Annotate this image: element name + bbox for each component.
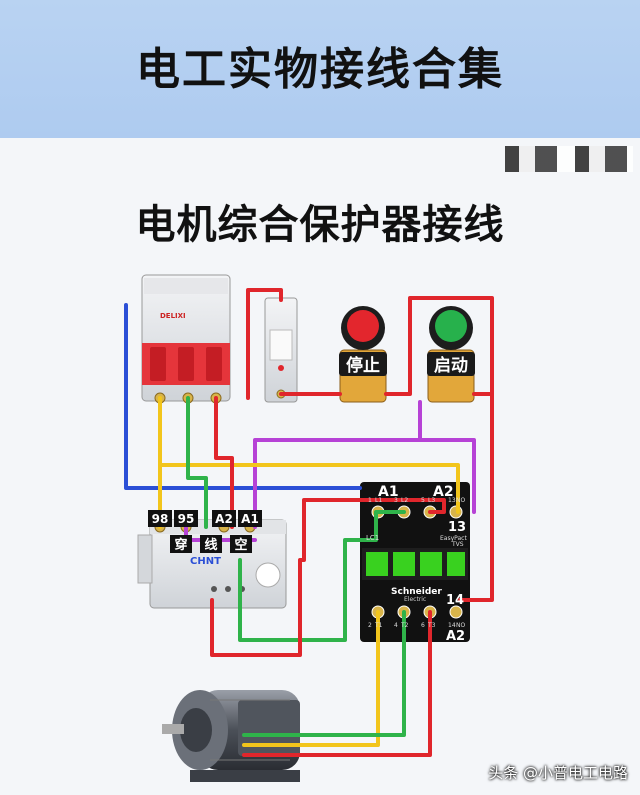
- contactor: [360, 482, 470, 642]
- terminal-95-label: 95: [178, 512, 195, 526]
- redacted-mark: [505, 146, 633, 172]
- contactor-small-4: 4: [394, 622, 398, 629]
- contactor-model-line1: EasyPact: [440, 535, 467, 542]
- stop-button-label: 停止: [346, 355, 380, 376]
- contactor-a2-label: A2: [433, 484, 454, 500]
- contactor-small-l1: L1: [375, 497, 382, 504]
- contactor-model-line2: TVS: [451, 541, 464, 548]
- cable-label-chuan: 穿: [174, 537, 187, 553]
- stop-button: 停止: [339, 306, 387, 403]
- terminal-98-label: 98: [152, 512, 169, 526]
- terminal-a1-label: A1: [241, 512, 259, 526]
- protector-brand-label: CHNT: [190, 556, 221, 567]
- circuit-breaker: DELIXI: [141, 274, 231, 404]
- contactor-small-t1: T1: [374, 622, 383, 629]
- start-button-label: 启动: [434, 355, 468, 376]
- wire-red-motor: [242, 610, 432, 757]
- contactor-small-5: 5: [421, 497, 425, 504]
- contactor-labels: A1 A2 1 L1 3 L2 5 L3 13 NO 13 EasyPact T…: [366, 484, 467, 644]
- cable-label-xian: 线: [204, 537, 217, 553]
- contactor-small-l2: L2: [401, 497, 408, 504]
- start-button: 启动: [427, 306, 475, 403]
- contactor-small-t2: T2: [400, 622, 409, 629]
- fuse-holder: [264, 297, 298, 403]
- wire-yellow-top: [158, 396, 460, 514]
- wire-red-start: [384, 296, 494, 602]
- diagram-title: 电机综合保护器接线: [135, 202, 505, 248]
- breaker-brand-label: DELIXI: [160, 312, 186, 320]
- wire-red-loop: [210, 498, 446, 657]
- wire-green-top: [186, 396, 208, 529]
- contactor-small-6: 6: [421, 622, 425, 629]
- wire-red-top: [214, 396, 234, 529]
- contactor-small-1: 1: [368, 497, 372, 504]
- watermark: 头条 @小普电工电路: [488, 764, 628, 782]
- contactor-13-label: 13: [448, 520, 466, 535]
- page-title: 电工实物接线合集: [136, 44, 504, 95]
- contactor-brand-sub: Electric: [404, 596, 426, 603]
- contactor-small-3: 3: [394, 497, 398, 504]
- contactor-small-l3: L3: [428, 497, 435, 504]
- contactor-brand-label: Schneider: [391, 587, 442, 597]
- wire-blue: [124, 303, 362, 490]
- wire-green-loop: [238, 510, 406, 642]
- contactor-small-14: 14: [448, 622, 456, 629]
- contactor-small-no: NO: [456, 497, 465, 504]
- wire-red-fuse: [246, 288, 283, 400]
- wire-purple: [253, 400, 476, 529]
- terminal-a2-label: A2: [215, 512, 233, 526]
- contactor-a1-label: A1: [378, 484, 399, 500]
- cable-label-kong: 空: [234, 537, 247, 553]
- contactor-small-no-bottom: NO: [456, 622, 465, 629]
- contactor-14-label: 14: [446, 593, 464, 608]
- motor-protector: CHNT: [137, 519, 287, 609]
- contactor-small-13: 13: [448, 497, 456, 504]
- contactor-a2-bottom-label: A2: [446, 629, 465, 644]
- contactor-small-2: 2: [368, 622, 372, 629]
- wire-green-motor: [242, 610, 406, 737]
- header-banner: 电工实物接线合集: [0, 0, 640, 138]
- motor: [162, 690, 300, 782]
- wire-yellow-motor: [242, 610, 380, 747]
- contactor-lc1-label: LC1: [366, 534, 379, 542]
- protector-terminal-labels: 98 95 A2 A1 穿 线 空: [148, 510, 262, 553]
- contactor-small-t3: T3: [427, 622, 436, 629]
